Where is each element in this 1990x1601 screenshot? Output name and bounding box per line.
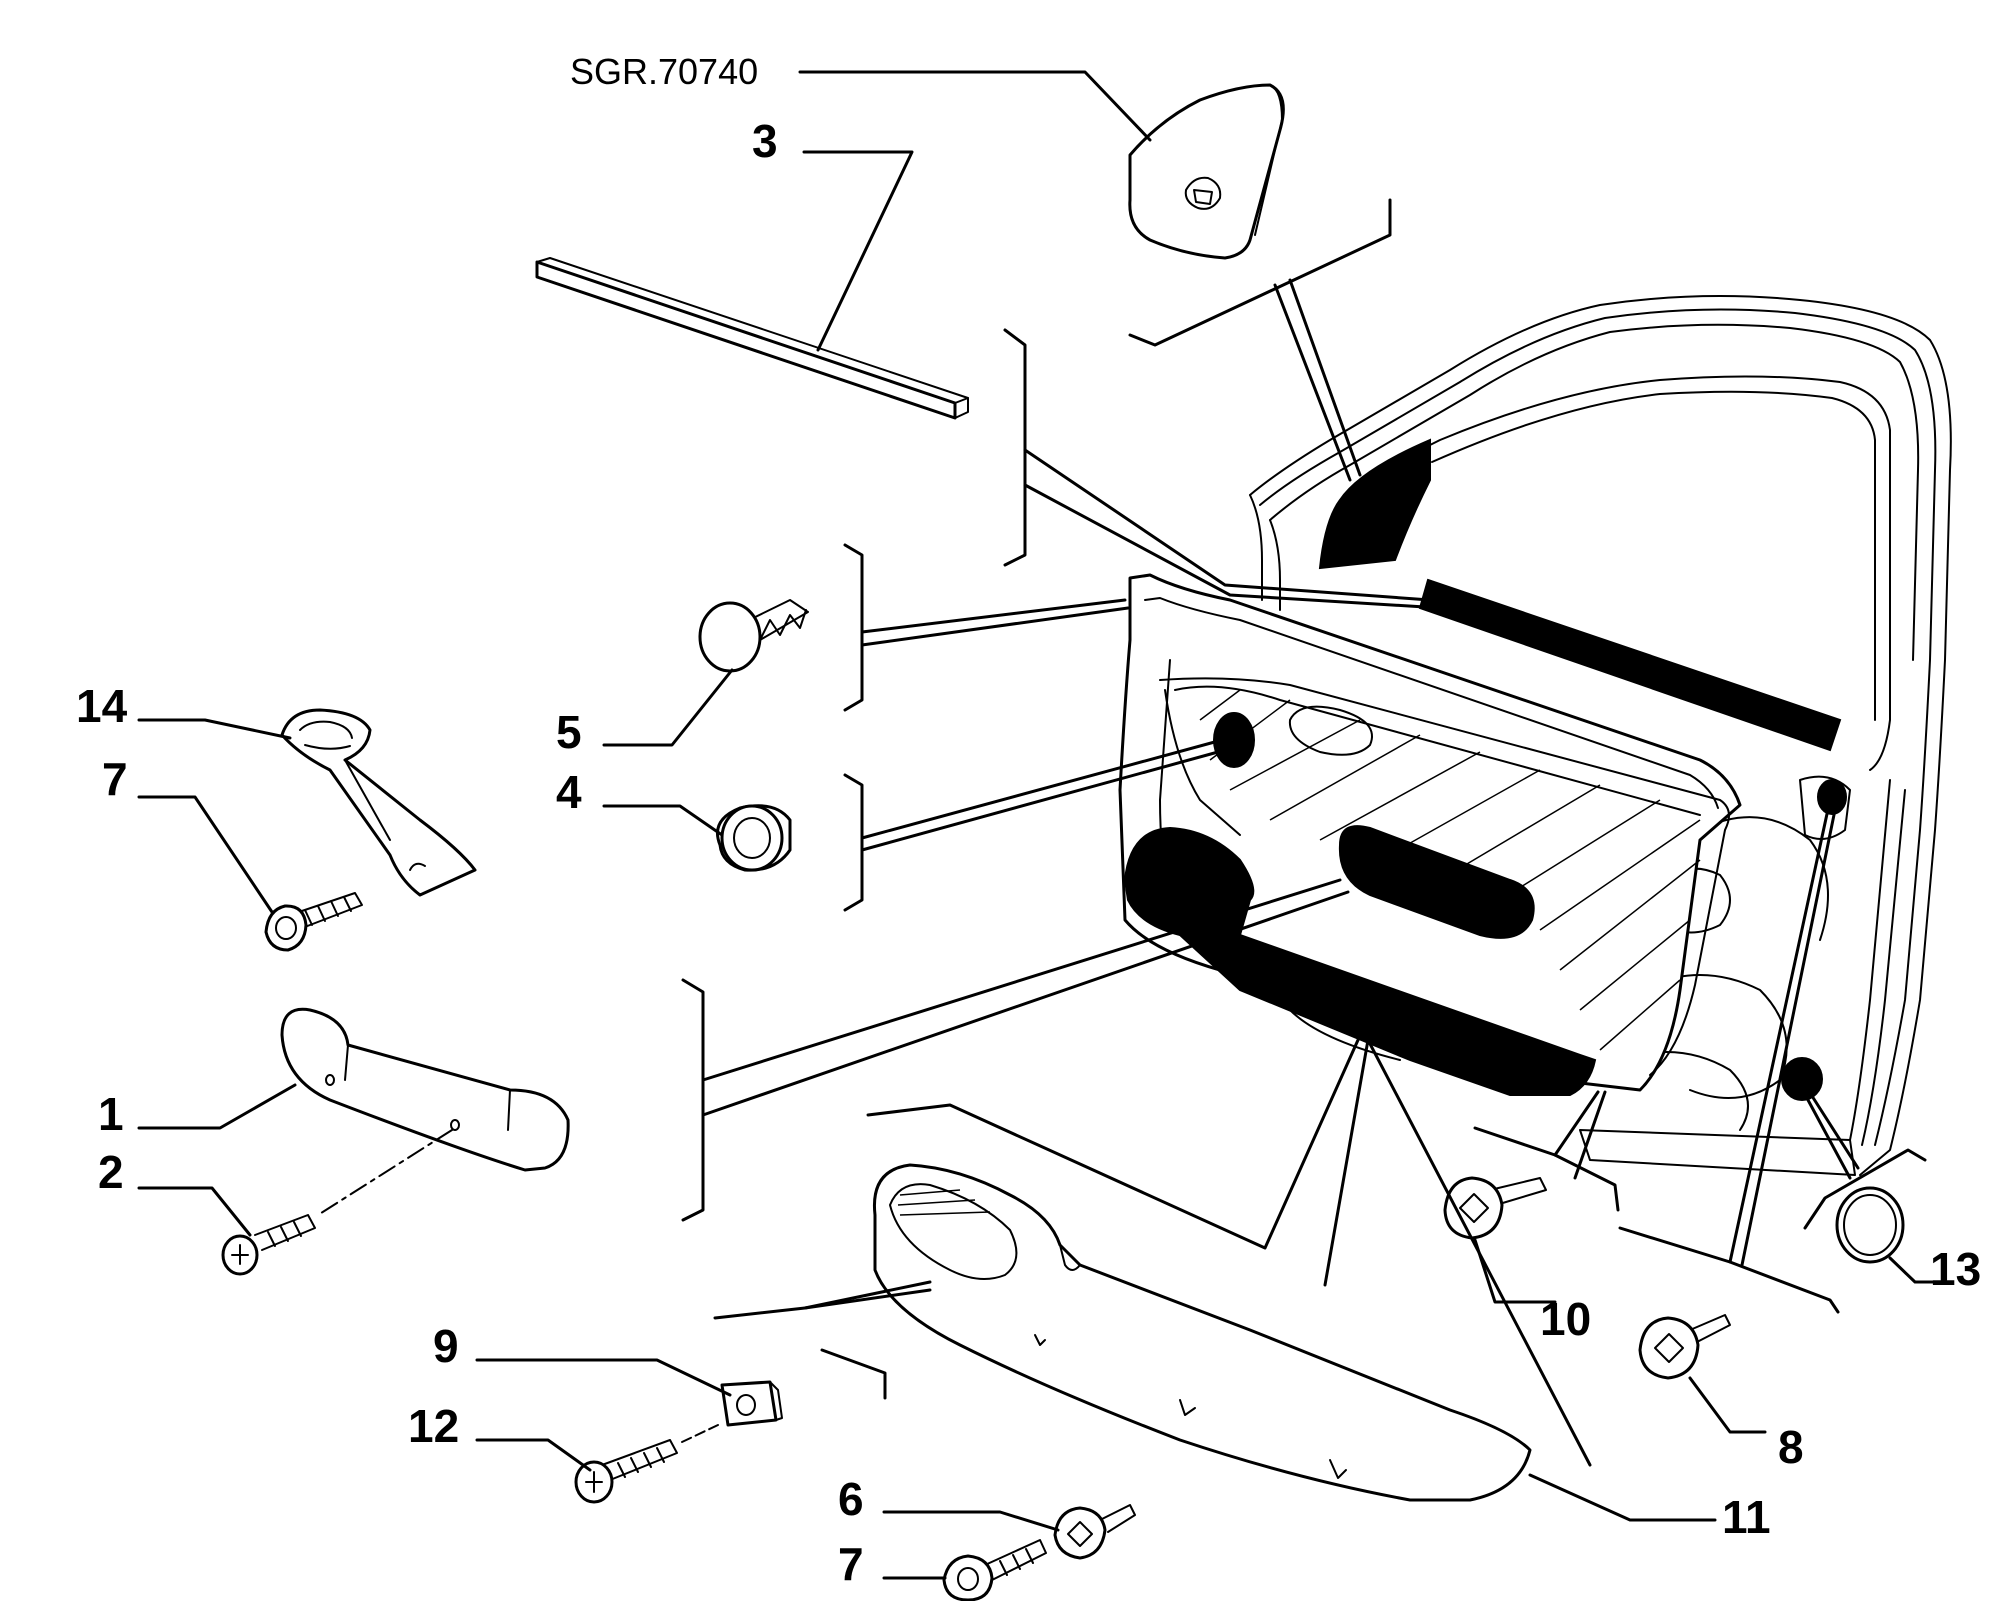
quarter-glass-seal	[1318, 438, 1431, 570]
callout-11: 11	[1722, 1491, 1771, 1543]
part-10-push-pin	[1443, 1176, 1547, 1240]
callout-2: 2	[98, 1146, 124, 1198]
callout-1: 1	[98, 1088, 124, 1140]
callout-6: 6	[838, 1473, 864, 1525]
part-8-push-pin	[1638, 1314, 1731, 1380]
part-2-screw	[221, 1214, 316, 1276]
callout-10: 10	[1540, 1293, 1591, 1345]
door-plug-right-lower	[1781, 1057, 1823, 1101]
callout-4: 4	[556, 766, 582, 818]
door-plug-left	[1213, 712, 1255, 768]
part-9-clip-nut	[720, 1380, 783, 1427]
part-7-bolt-lower	[942, 1539, 1047, 1601]
part-5-clip	[698, 599, 809, 673]
part-11-speaker-trim	[872, 1163, 1532, 1502]
callout-7-lower: 7	[838, 1538, 864, 1590]
callout-3: 3	[752, 115, 778, 167]
trim-cap-sgr	[1128, 83, 1285, 260]
part-3-strip	[535, 257, 969, 420]
leader-lines	[137, 70, 1952, 1580]
part-1-handle	[280, 1007, 570, 1172]
callout-9: 9	[433, 1320, 459, 1372]
callout-8: 8	[1778, 1421, 1804, 1473]
callout-7-upper: 7	[102, 753, 128, 805]
part-1-axis-line	[317, 1129, 453, 1216]
part-7-bolt-upper	[264, 892, 363, 952]
callout-13: 13	[1930, 1243, 1981, 1295]
reference-code-label: SGR.70740	[570, 51, 758, 92]
part-13-plug	[1835, 1186, 1905, 1264]
callout-12: 12	[408, 1400, 459, 1452]
part-4-grommet	[716, 804, 792, 872]
callout-14: 14	[76, 680, 128, 732]
lower-trim-strip-installed	[1177, 934, 1597, 1096]
part-14-bracket	[280, 708, 477, 897]
part-6-push-pin	[1053, 1504, 1136, 1560]
pull-handle-installed	[1338, 825, 1535, 939]
part-12-axis-line	[681, 1424, 719, 1443]
part-12-screw	[574, 1439, 678, 1504]
door-plug-right-upper	[1817, 779, 1847, 815]
callout-5: 5	[556, 706, 582, 758]
speaker-trim-installed	[1123, 826, 1255, 936]
